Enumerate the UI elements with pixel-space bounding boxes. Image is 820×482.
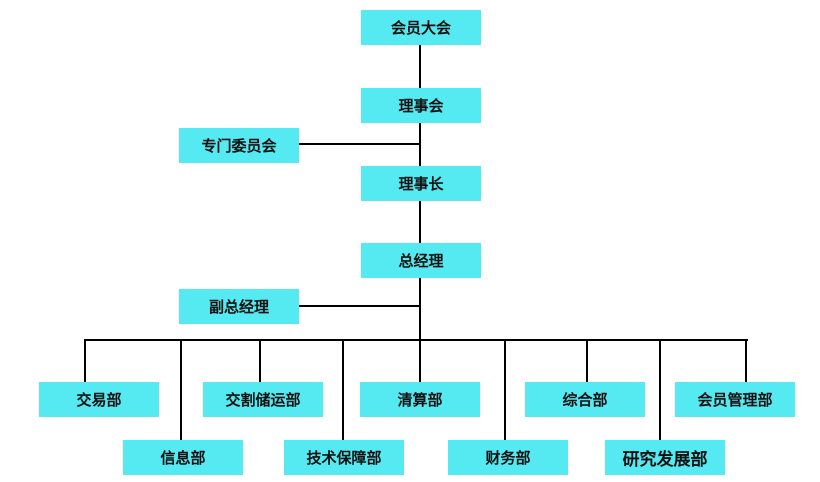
drop-line [659,339,661,440]
drop-line [180,339,182,440]
drop-line [84,339,86,382]
drop-line [504,339,506,440]
node-council: 理事会 [361,88,481,123]
committee-connector [299,143,420,145]
node-general-assembly: 会员大会 [361,10,481,45]
dept-clearing: 清算部 [360,382,480,417]
drop-line [586,339,588,382]
drop-line [342,339,344,440]
node-special-committees: 专门委员会 [179,128,299,163]
drop-line [259,339,261,382]
node-general-manager: 总经理 [361,243,481,278]
dept-research-development: 研究发展部 [605,440,725,475]
drop-line [419,339,421,382]
node-deputy-general-manager: 副总经理 [179,289,299,324]
dept-information: 信息部 [123,440,243,475]
dept-trading: 交易部 [39,382,159,417]
dept-general-affairs: 综合部 [525,382,645,417]
node-chairman: 理事长 [361,166,481,201]
dept-member-management: 会员管理部 [675,382,795,417]
dept-finance: 财务部 [448,440,568,475]
dept-technical-support: 技术保障部 [284,440,404,475]
dept-delivery-storage: 交割储运部 [203,382,323,417]
deputy-connector [299,305,420,307]
department-bus [84,339,748,341]
drop-line [745,339,747,382]
